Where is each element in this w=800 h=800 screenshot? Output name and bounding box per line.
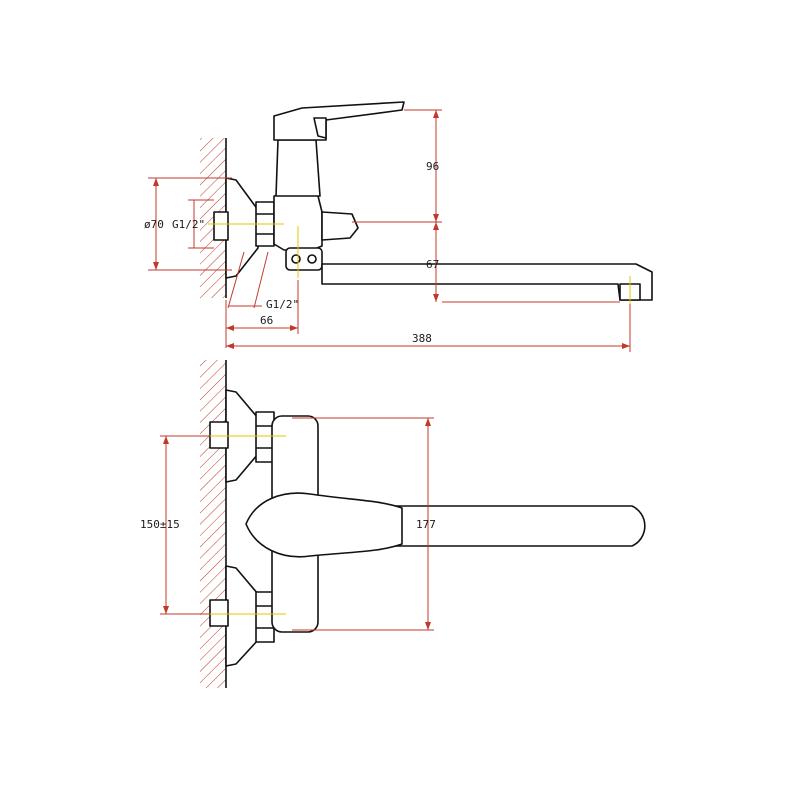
lever-handle[interactable]: [273, 101, 405, 141]
inlet-upper: [209, 421, 229, 449]
flange-lower: [225, 565, 259, 667]
dimension-thread-upper: G1/2": [172, 199, 214, 249]
dim-label-thread-upper: G1/2": [172, 218, 205, 231]
dimension-66: 66: [225, 280, 299, 348]
wall-hatching-front: [200, 360, 226, 688]
cartridge-housing: [275, 139, 321, 197]
swivel-collar: [285, 247, 323, 271]
dimension-177: 177: [292, 417, 436, 631]
lever-cap: [313, 117, 327, 139]
dim-label-67: 67: [426, 258, 439, 271]
dimension-96: 96: [352, 109, 442, 223]
dimension-67: 67: [426, 222, 620, 303]
dim-label-96: 96: [426, 160, 439, 173]
lever-front[interactable]: [245, 492, 403, 558]
dimension-flange: ø70: [144, 177, 232, 271]
dim-label-flange: ø70: [144, 218, 164, 231]
dimension-inlet-spacing: 150±15: [140, 435, 210, 615]
front-view: 150±15 177: [140, 360, 646, 688]
dim-label-inlet-spacing: 150±15: [140, 518, 180, 531]
dim-label-thread-lower: G1/2": [266, 298, 299, 311]
inlet-lower: [209, 599, 229, 627]
inlet-stub: [213, 211, 229, 241]
diverter-knob[interactable]: [321, 211, 359, 241]
dim-label-66: 66: [260, 314, 273, 327]
dim-label-177: 177: [416, 518, 436, 531]
side-view: 96 67 ø70 G1/2": [144, 101, 653, 352]
dimension-thread-lower: G1/2": [227, 251, 299, 311]
dim-label-388: 388: [412, 332, 432, 345]
flange: [225, 177, 259, 279]
spout: [321, 263, 653, 301]
dimension-388: 388: [226, 304, 631, 352]
